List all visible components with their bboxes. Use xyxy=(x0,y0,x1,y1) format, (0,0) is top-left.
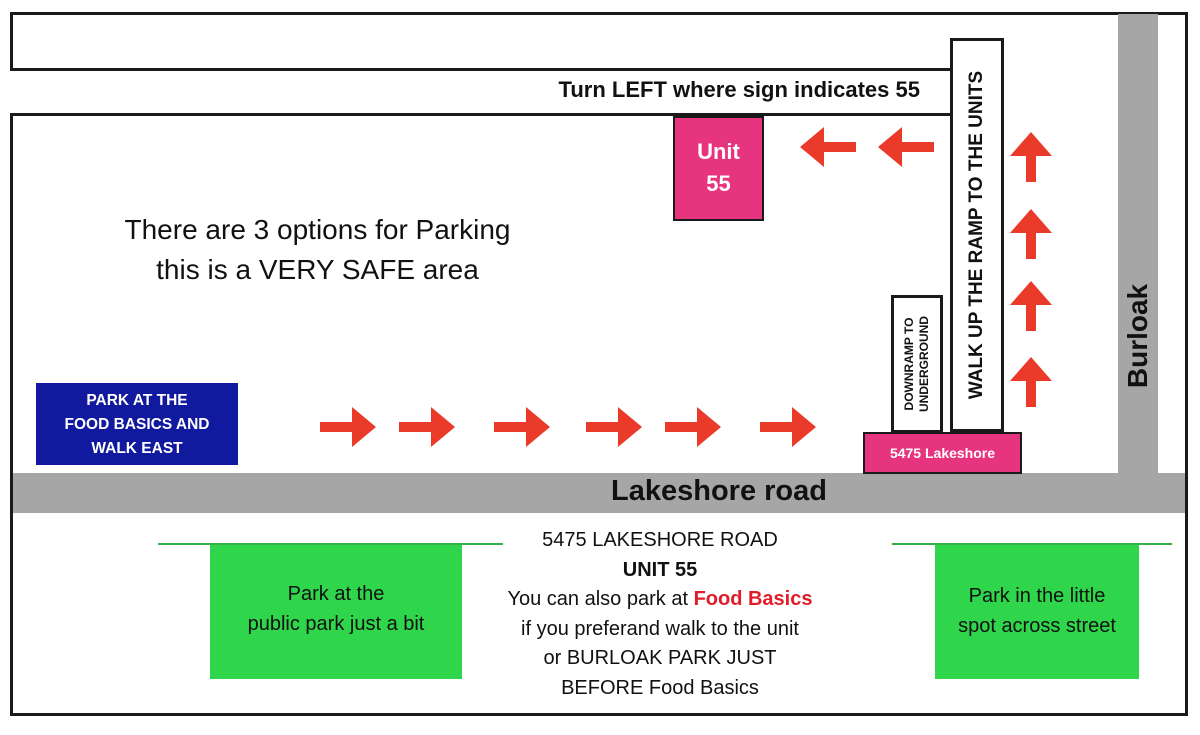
downramp-label-line2: UNDERGROUND xyxy=(917,316,931,412)
green-divider-left xyxy=(158,543,503,545)
info-line5: or BURLOAK PARK JUST xyxy=(543,647,777,669)
info-unit: UNIT 55 xyxy=(622,558,698,581)
arrow-up-icon xyxy=(1006,355,1056,409)
unit-sign-line2: 55 xyxy=(706,171,731,196)
info-also-park-prefix: You can also park at xyxy=(507,588,694,610)
green-left-line2: public park just a bit xyxy=(247,613,425,635)
arrow-right-icon xyxy=(318,403,378,451)
lakeshore-road-label: Lakeshore road xyxy=(611,475,827,507)
parking-intro: There are 3 options for Parking this is … xyxy=(100,210,535,290)
arrow-up-icon xyxy=(1006,130,1056,184)
unit-sign-line1: Unit xyxy=(697,139,740,164)
park-food-line3: WALK EAST xyxy=(91,440,183,457)
green-right-line2: spot across street xyxy=(958,615,1116,637)
walk-up-ramp: WALK UP THE RAMP TO THE UNITS xyxy=(950,38,1004,432)
arrow-right-icon xyxy=(397,403,457,451)
park-food-basics-box: PARK AT THE FOOD BASICS AND WALK EAST xyxy=(36,383,238,465)
downramp-underground: DOWNRAMP TO UNDERGROUND xyxy=(891,295,943,433)
info-line6: BEFORE Food Basics xyxy=(561,676,759,699)
arrow-left-icon xyxy=(876,123,936,171)
address-sign: 5475 Lakeshore xyxy=(863,432,1022,474)
info-also-park: You can also park at Food Basics xyxy=(468,585,852,615)
info-food-basics-highlight: Food Basics xyxy=(693,588,813,610)
downramp-label-line1: DOWNRAMP TO xyxy=(902,317,916,411)
park-public-park-box: Park at the public park just a bit xyxy=(210,545,462,679)
burloak-road: Burloak xyxy=(1118,14,1158,474)
park-food-line2: FOOD BASICS AND xyxy=(64,416,210,433)
arrow-right-icon xyxy=(584,403,644,451)
info-address: 5475 LAKESHORE ROAD xyxy=(542,529,778,551)
arrow-right-icon xyxy=(492,403,552,451)
arrow-right-icon xyxy=(758,403,818,451)
top-road-label: Turn LEFT where sign indicates 55 xyxy=(558,77,920,102)
intro-line2: this is a VERY SAFE area xyxy=(156,254,479,285)
arrow-up-icon xyxy=(1006,207,1056,261)
top-road: Turn LEFT where sign indicates 55 xyxy=(10,68,950,116)
arrow-up-icon xyxy=(1006,279,1056,333)
arrow-left-icon xyxy=(798,123,858,171)
green-left-line1: Park at the xyxy=(287,583,385,605)
parking-info: 5475 LAKESHORE ROAD UNIT 55 You can also… xyxy=(468,526,852,703)
park-across-street-box: Park in the little spot across street xyxy=(935,545,1139,679)
ramp-label: WALK UP THE RAMP TO THE UNITS xyxy=(966,70,987,400)
green-right-line1: Park in the little xyxy=(968,585,1106,607)
lakeshore-road: Lakeshore road xyxy=(13,473,1185,513)
info-line4: if you preferand walk to the unit xyxy=(521,617,799,640)
park-food-line1: PARK AT THE xyxy=(86,392,188,409)
arrow-right-icon xyxy=(663,403,723,451)
burloak-road-label: Burloak xyxy=(1122,283,1153,389)
unit-55-sign: Unit 55 xyxy=(673,116,764,221)
downramp-label: DOWNRAMP TO UNDERGROUND xyxy=(902,299,932,429)
green-divider-right xyxy=(892,543,1172,545)
intro-line1: There are 3 options for Parking xyxy=(124,214,511,245)
